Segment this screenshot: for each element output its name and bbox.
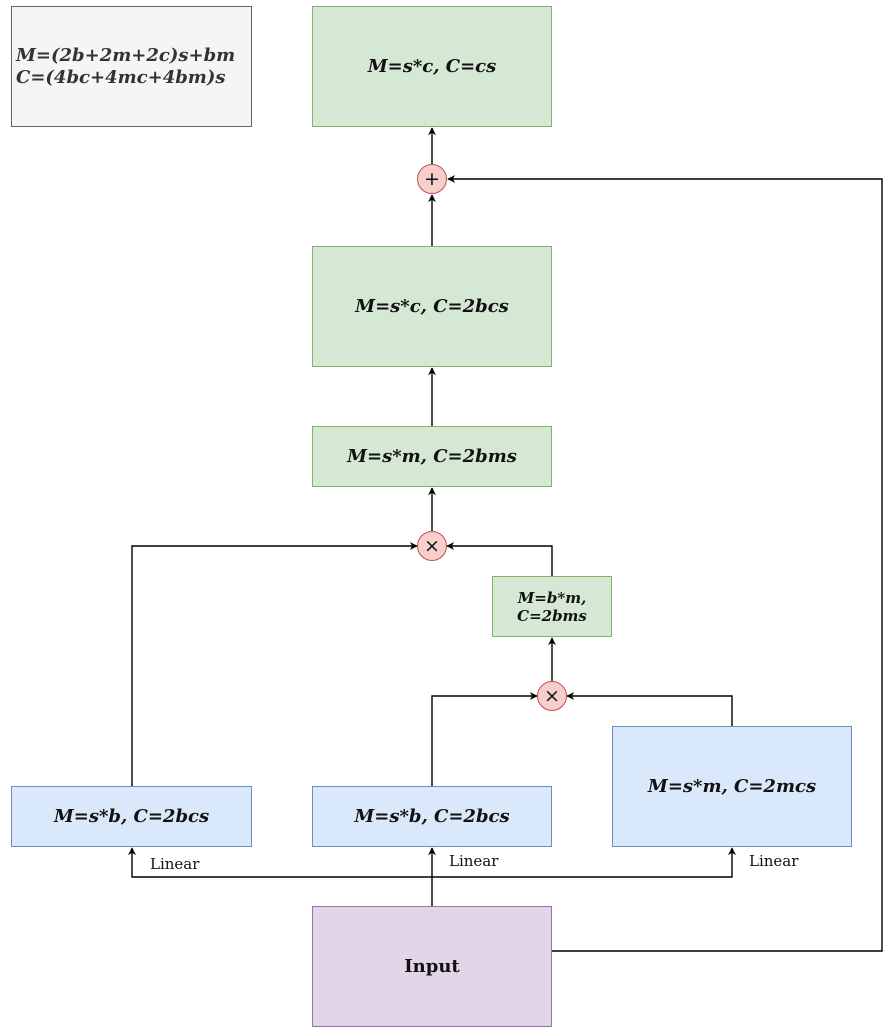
edge-right-to-mul-bottom (566, 692, 733, 726)
multiply-icon: × (424, 534, 440, 557)
edge-residual (447, 175, 883, 952)
bm-node-line2: C=2bms (517, 606, 587, 625)
edge-left-to-mul-top (131, 542, 418, 786)
gated-node: M=s*m, C=2bms (312, 426, 552, 487)
edge-bm-to-mul-top (446, 542, 553, 576)
formula-compute: C=(4bc+4mc+4bm)s (16, 66, 226, 88)
multiply-operator-top: × (417, 531, 447, 561)
input-node: Input (312, 906, 552, 1027)
output-node-label: M=s*c, C=cs (367, 55, 497, 77)
gated-node-label: M=s*m, C=2bms (347, 445, 517, 467)
right-linear-node-label: M=s*m, C=2mcs (647, 775, 817, 797)
formula-box: M=(2b+2m+2c)s+bm C=(4bc+4mc+4bm)s (11, 6, 252, 127)
output-node: M=s*c, C=cs (312, 6, 552, 127)
edge-input-to-right (432, 847, 736, 878)
right-linear-node: M=s*m, C=2mcs (612, 726, 852, 847)
bm-node-line1: M=b*m, (517, 588, 587, 607)
input-node-label: Input (404, 955, 460, 977)
projection-node-label: M=s*c, C=2bcs (355, 295, 509, 317)
left-linear-node: M=s*b, C=2bcs (11, 786, 252, 847)
add-operator: + (417, 164, 447, 194)
projection-node: M=s*c, C=2bcs (312, 246, 552, 367)
bm-node: M=b*m, C=2bms (492, 576, 612, 637)
edge-label-middle: Linear (447, 852, 501, 870)
edge-label-left: Linear (148, 855, 202, 873)
edge-label-right: Linear (747, 852, 801, 870)
plus-icon: + (424, 167, 440, 190)
multiply-icon: × (544, 684, 560, 707)
multiply-operator-bottom: × (537, 681, 567, 711)
middle-linear-node: M=s*b, C=2bcs (312, 786, 552, 847)
middle-linear-node-label: M=s*b, C=2bcs (354, 805, 510, 827)
formula-memory: M=(2b+2m+2c)s+bm (16, 44, 236, 66)
edge-input-to-left (128, 847, 432, 878)
left-linear-node-label: M=s*b, C=2bcs (53, 805, 210, 827)
edge-middle-to-mul-bottom (431, 692, 538, 786)
